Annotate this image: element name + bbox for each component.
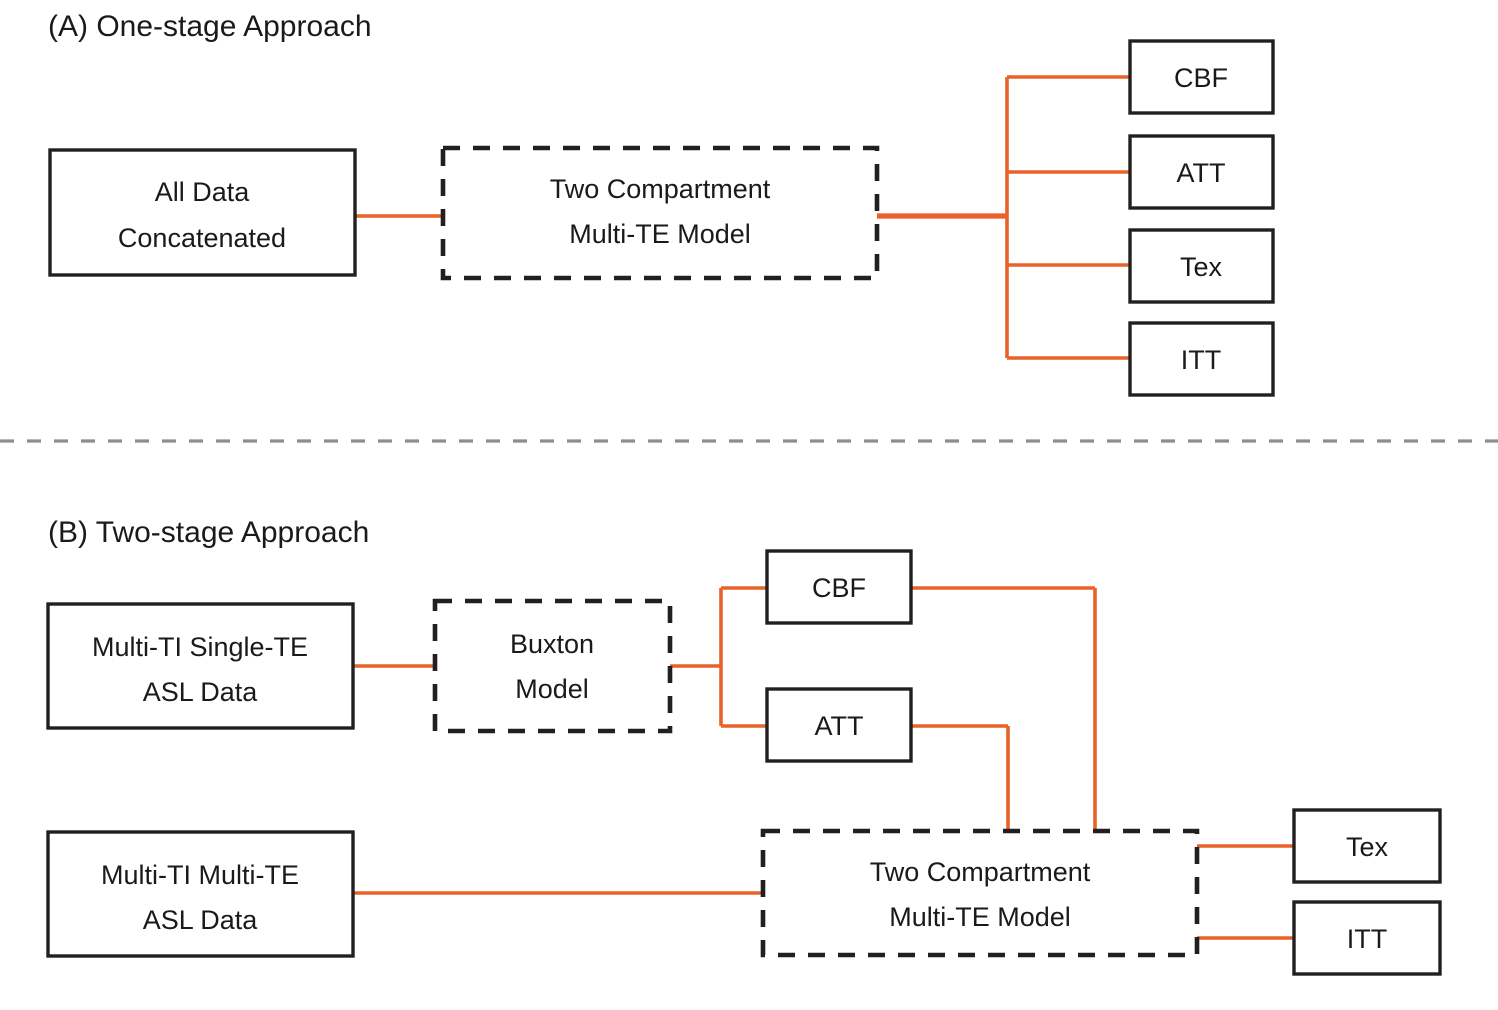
node-buxton-model-frame	[432, 598, 673, 734]
node-output-itt-a-label: ITT	[1181, 345, 1222, 375]
node-output-att-b-frame	[765, 687, 913, 763]
node-buxton-model-line1: Buxton	[510, 629, 594, 659]
panel-b: (B) Two-stage Approach Multi-TI Sing	[46, 516, 1442, 976]
node-output-cbf-a-frame	[1128, 39, 1275, 115]
node-two-compartment-model-a-line2: Multi-TE Model	[569, 219, 751, 249]
node-output-att-a-label: ATT	[1177, 158, 1226, 188]
node-output-itt-a[interactable]: ITT	[1128, 321, 1275, 397]
node-multi-ti-single-te-asl-data[interactable]: Multi-TI Single-TE ASL Data	[46, 602, 355, 730]
node-output-att-a[interactable]: ATT	[1128, 134, 1275, 210]
node-two-compartment-model-b[interactable]: Two Compartment Multi-TE Model	[760, 828, 1200, 958]
node-all-data-concatenated[interactable]: All Data Concatenated	[48, 148, 357, 277]
node-two-compartment-model-b-line1: Two Compartment	[870, 857, 1091, 887]
panel-a-title: (A) One-stage Approach	[48, 10, 372, 43]
panel-b-title: (B) Two-stage Approach	[48, 516, 369, 549]
node-buxton-model-line2: Model	[515, 674, 589, 704]
node-two-compartment-model-b-line2: Multi-TE Model	[889, 902, 1071, 932]
node-output-cbf-b[interactable]: CBF	[765, 549, 913, 625]
node-multi-ti-multi-te-asl-data[interactable]: Multi-TI Multi-TE ASL Data	[46, 830, 355, 958]
node-multi-ti-single-te-asl-data-frame	[46, 602, 355, 730]
node-all-data-concatenated-frame	[48, 148, 357, 277]
node-output-att-b[interactable]: ATT	[765, 687, 913, 763]
node-output-tex-b[interactable]: Tex	[1292, 808, 1442, 884]
node-buxton-model[interactable]: Buxton Model	[432, 598, 673, 734]
node-output-att-a-frame	[1128, 134, 1275, 210]
node-two-compartment-model-b-frame	[760, 828, 1200, 958]
node-output-itt-b[interactable]: ITT	[1292, 900, 1442, 976]
node-all-data-concatenated-line1: All Data	[155, 177, 251, 207]
node-multi-ti-multi-te-asl-data-frame	[46, 830, 355, 958]
node-output-tex-a-label: Tex	[1180, 252, 1223, 282]
node-output-cbf-a-label: CBF	[1174, 63, 1228, 93]
node-output-itt-b-label: ITT	[1347, 924, 1388, 954]
node-output-itt-b-frame	[1292, 900, 1442, 976]
node-all-data-concatenated-line2: Concatenated	[118, 223, 286, 253]
node-two-compartment-model-a[interactable]: Two Compartment Multi-TE Model	[440, 145, 880, 281]
node-multi-ti-multi-te-asl-data-line2: ASL Data	[143, 905, 259, 935]
node-two-compartment-model-a-frame	[440, 145, 880, 281]
node-multi-ti-single-te-asl-data-line1: Multi-TI Single-TE	[92, 632, 308, 662]
node-output-cbf-b-frame	[765, 549, 913, 625]
panel-a: (A) One-stage Approach All Data Concaten…	[48, 10, 1275, 397]
node-multi-ti-single-te-asl-data-line2: ASL Data	[143, 677, 259, 707]
node-output-tex-b-label: Tex	[1346, 832, 1389, 862]
node-output-cbf-b-label: CBF	[812, 573, 866, 603]
node-output-itt-a-frame	[1128, 321, 1275, 397]
node-multi-ti-multi-te-asl-data-line1: Multi-TI Multi-TE	[101, 860, 299, 890]
node-output-cbf-a[interactable]: CBF	[1128, 39, 1275, 115]
node-output-tex-a[interactable]: Tex	[1128, 228, 1275, 304]
node-output-att-b-label: ATT	[815, 711, 864, 741]
node-output-tex-b-frame	[1292, 808, 1442, 884]
node-two-compartment-model-a-line1: Two Compartment	[550, 174, 771, 204]
node-output-tex-a-frame	[1128, 228, 1275, 304]
